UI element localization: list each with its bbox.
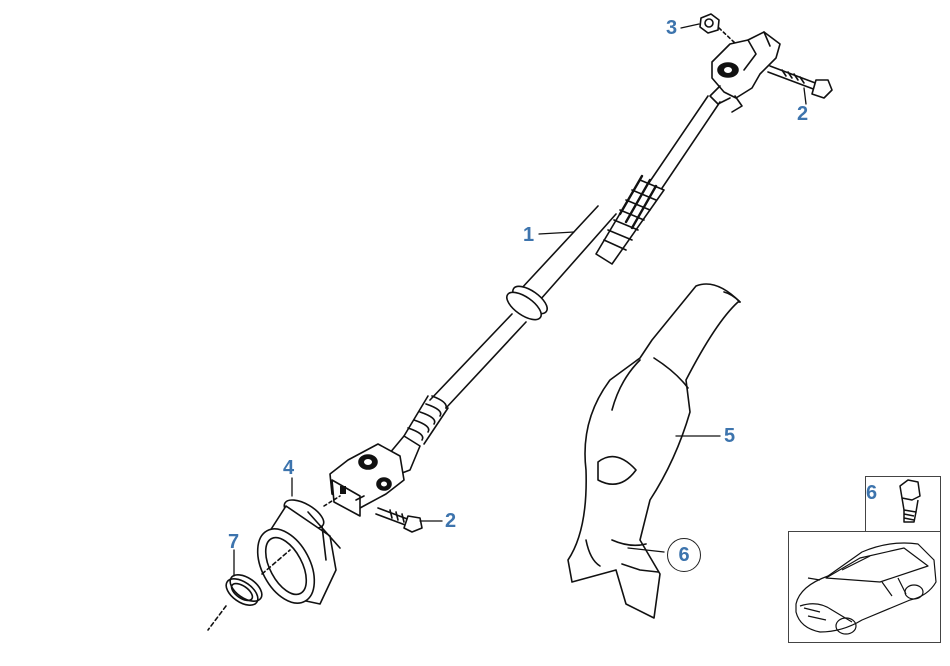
leader-lines: [233, 23, 807, 577]
sleeve-drawing: [256, 495, 341, 605]
inset-car-box: [788, 531, 941, 643]
cover-drawing: [567, 283, 741, 619]
callout-7: 7: [228, 531, 240, 553]
nut-drawing: [699, 13, 737, 45]
callout-3: 3: [666, 17, 678, 39]
callout-4: 4: [283, 457, 295, 479]
callout-6-circled: 6: [667, 538, 701, 572]
top-bolt-drawing: [767, 65, 833, 99]
small-ring-drawing: [207, 549, 291, 631]
main-shaft-drawing: [403, 95, 721, 445]
upper-joint-drawing: [709, 31, 781, 113]
inset-part-label: 6: [866, 482, 878, 504]
inset-bolt-box: 6: [865, 476, 941, 532]
lower-joint-drawing: [329, 435, 421, 517]
callout-2-top: 2: [797, 103, 809, 125]
callout-2-bottom: 2: [445, 510, 457, 532]
callout-1: 1: [523, 224, 535, 246]
lower-bolt-drawing: [375, 507, 423, 533]
callout-5: 5: [724, 425, 736, 447]
inset-bolt-drawing: [899, 479, 921, 523]
inset-car-drawing: [795, 542, 937, 635]
